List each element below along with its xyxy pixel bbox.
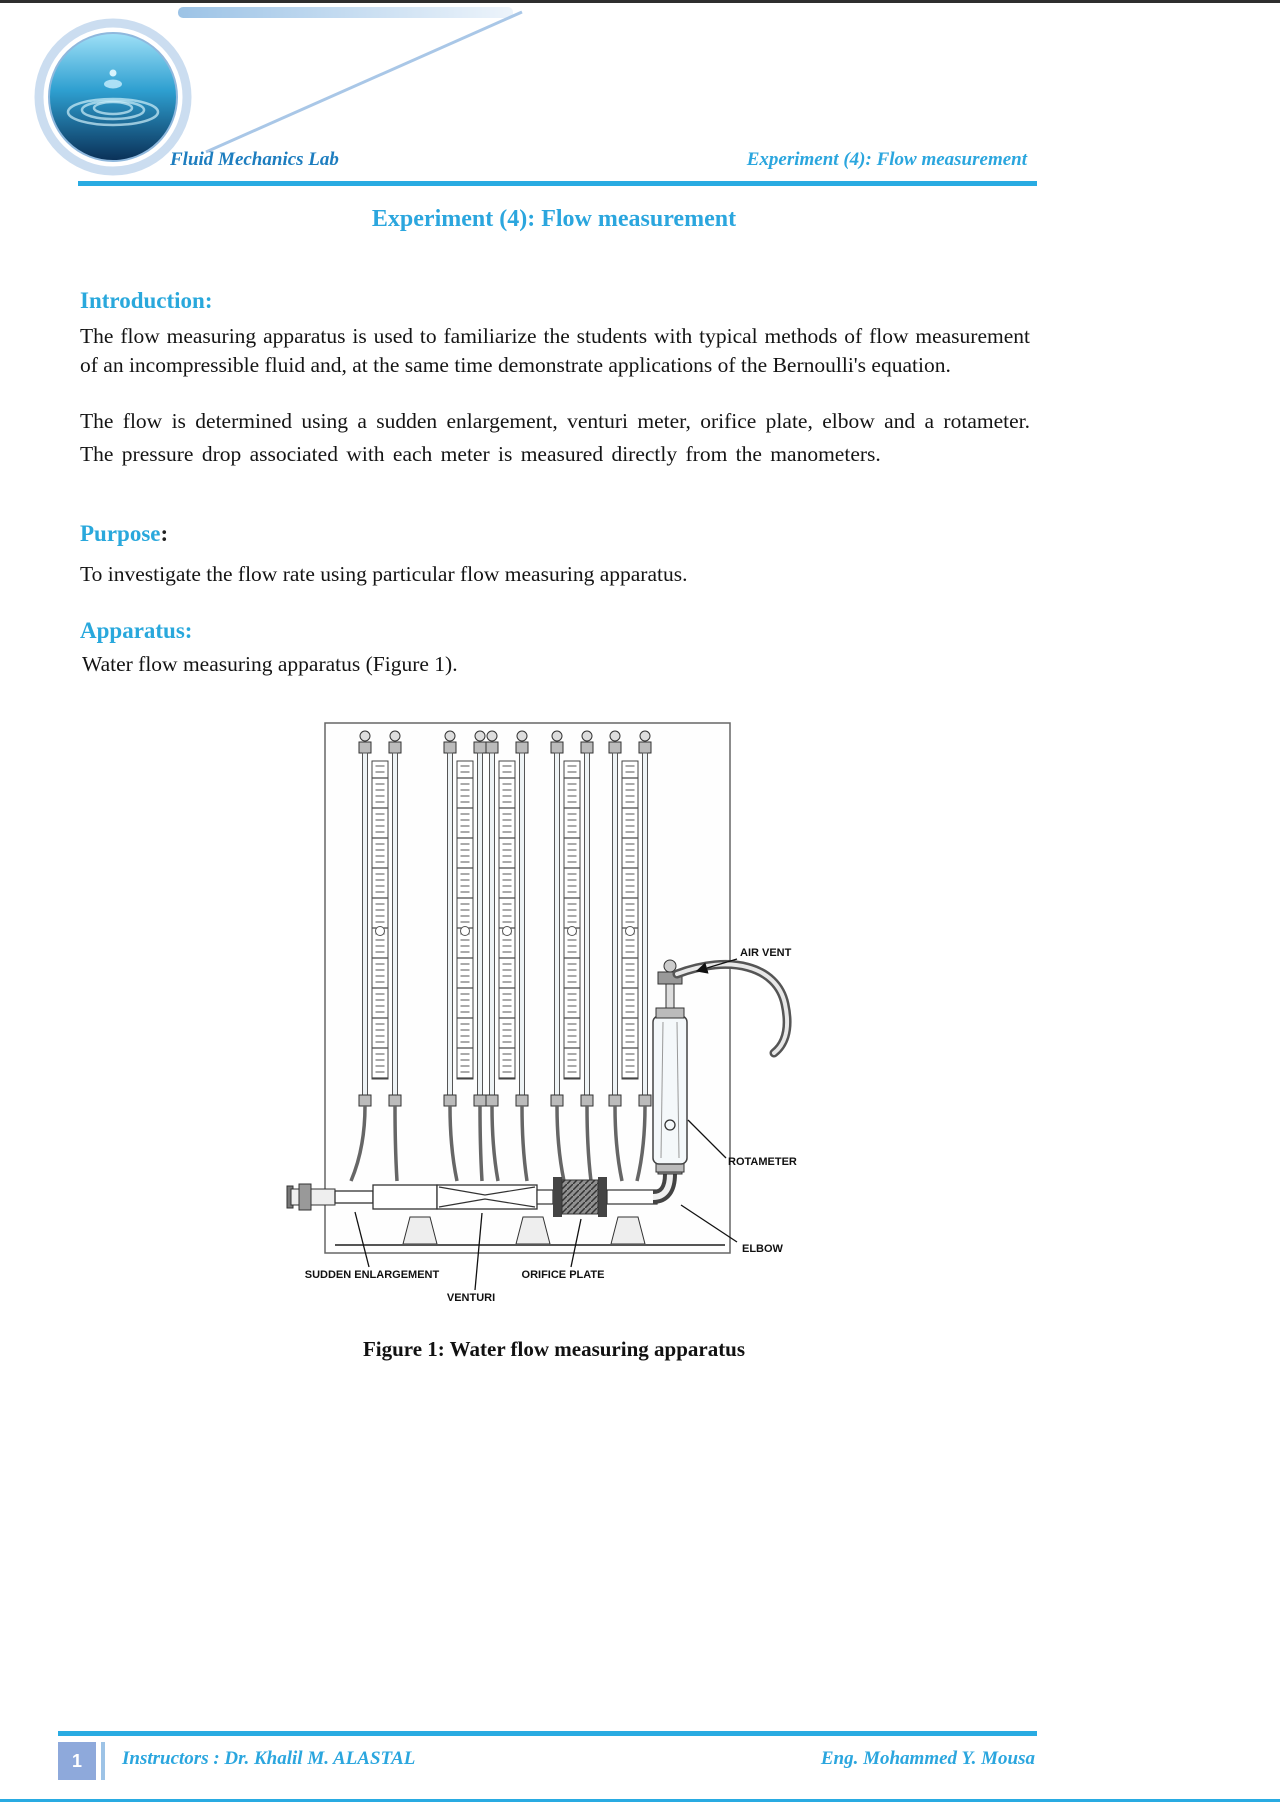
intro-paragraph-1: The flow measuring apparatus is used to … (80, 324, 1030, 377)
label-venturi: VENTURI (447, 1292, 495, 1304)
page-top-border (0, 0, 1280, 3)
header-left-text: Fluid Mechanics Lab (170, 149, 339, 170)
page-bottom-border (0, 1799, 1280, 1802)
figure-1-diagram: AIR VENT ROTAMETER ELBOW SUDDEN ENLARGEM… (286, 722, 797, 1304)
apparatus-heading: Apparatus: (80, 618, 193, 643)
rotameter-body (652, 1007, 688, 1173)
footer-rule (58, 1731, 1037, 1736)
purpose-heading-colon: : (160, 521, 169, 546)
header-decoration (34, 7, 523, 176)
header-band (178, 7, 513, 18)
sudden-enlargement-meter (334, 1184, 438, 1210)
base-supports (335, 1216, 725, 1246)
page-number-stripe (101, 1742, 105, 1780)
header-diagonal-line (205, 10, 523, 154)
page-number-badge: 1 (58, 1742, 96, 1780)
inlet-valve (286, 1183, 336, 1211)
manometer-assembly-2 (443, 730, 487, 1107)
purpose-heading-row: Purpose: (80, 521, 168, 547)
footer-left-text: Instructors : Dr. Khalil M. ALASTAL (122, 1748, 416, 1769)
intro-paragraph-2: The flow is determined using a sudden en… (80, 409, 1030, 466)
logo-ring (34, 18, 192, 176)
label-elbow: ELBOW (742, 1243, 784, 1255)
label-rotameter: ROTAMETER (728, 1156, 797, 1168)
manometer-connector-tubes (349, 1105, 647, 1182)
manometer-assembly-5 (608, 730, 652, 1107)
purpose-heading: Purpose (80, 521, 161, 546)
manometer-assembly-3 (485, 730, 529, 1107)
header-right-text: Experiment (4): Flow measurement (746, 149, 1027, 170)
figure-leader-lines (354, 958, 738, 1291)
label-orifice-plate: ORIFICE PLATE (522, 1269, 605, 1281)
manometer-assembly-1 (358, 730, 402, 1107)
figure-caption: Figure 1: Water flow measuring apparatus (362, 1337, 746, 1361)
header-rule (78, 181, 1037, 186)
manometer-assembly-4 (550, 730, 594, 1107)
orifice-plate-meter (553, 1177, 607, 1217)
label-sudden-enlargement: SUDDEN ENLARGEMENT (305, 1269, 440, 1281)
water-ripple-logo-icon (48, 32, 178, 162)
pipe-to-elbow (606, 1189, 658, 1205)
footer-right-text: Eng. Mohammed Y. Mousa (820, 1748, 1035, 1769)
venturi-meter (436, 1184, 538, 1210)
purpose-body: To investigate the flow rate using parti… (80, 562, 688, 586)
page-title: Experiment (4): Flow measurement (371, 206, 737, 232)
label-air-vent: AIR VENT (740, 947, 792, 959)
intro-heading: Introduction: (80, 288, 213, 313)
apparatus-body: Water flow measuring apparatus (Figure 1… (82, 652, 458, 676)
connecting-pipe (536, 1189, 554, 1205)
